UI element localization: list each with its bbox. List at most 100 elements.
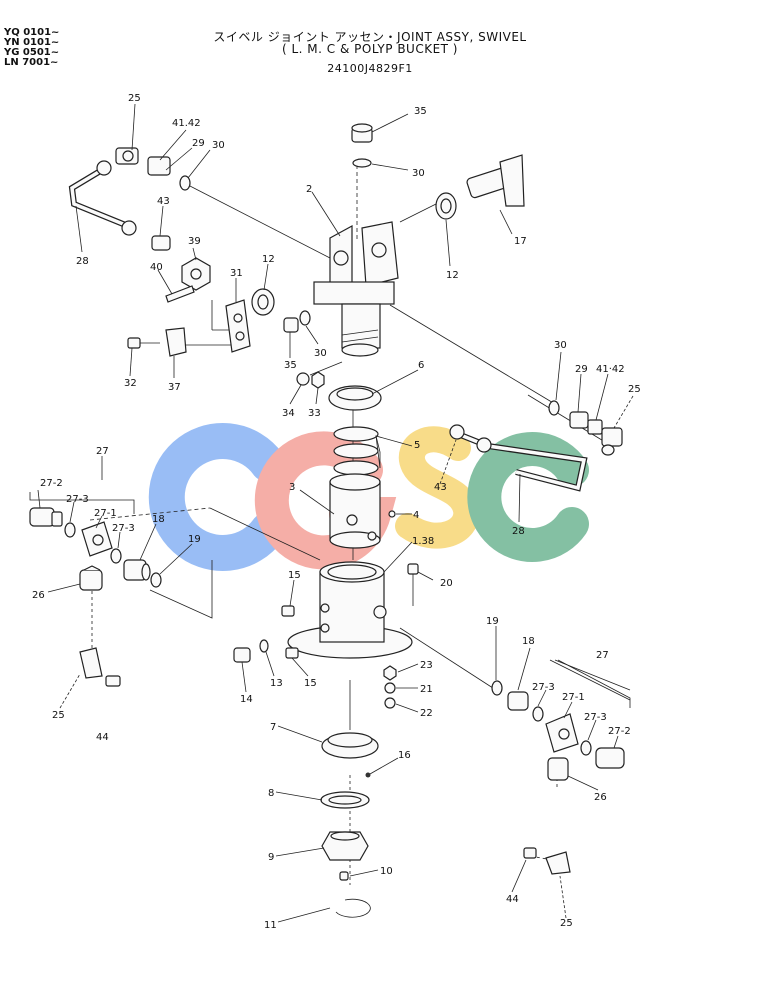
o-ring-30-middle [299, 310, 311, 326]
callout-29-right: 29 [575, 364, 588, 375]
elbow-25-right-top [601, 427, 623, 456]
serial-2: YG 0501~ [4, 47, 60, 58]
callout-41-42-right: 41·42 [596, 364, 625, 375]
pipe-28-left [68, 160, 137, 236]
connector-26-right [547, 757, 569, 781]
seal-6 [328, 385, 382, 411]
o-ring-27-3-left-b [110, 548, 122, 564]
connector-26-left [79, 565, 103, 591]
callout-10: 10 [380, 866, 393, 877]
o-ring-27-3-left-a [64, 522, 76, 538]
watermark-letter-c2 [467, 432, 589, 562]
bracket-17 [466, 154, 525, 207]
callout-13: 13 [270, 678, 283, 689]
nut-39 [181, 257, 211, 291]
elbow-25-left-bottom [79, 647, 103, 679]
hose-fitting-27-2-right [595, 747, 625, 769]
callout-40: 40 [150, 262, 163, 273]
bushing-12-right [435, 192, 457, 220]
callout-41-42-left: 41.42 [172, 118, 201, 129]
callout-15-bottom: 15 [304, 678, 317, 689]
callout-28-right: 28 [512, 526, 525, 537]
callout-27-2-left: 27-2 [40, 478, 63, 489]
watermark-logo [148, 423, 589, 571]
callout-35-top: 35 [414, 106, 427, 117]
callout-12-left: 12 [262, 254, 275, 265]
callout-30-middle: 30 [314, 348, 327, 359]
tee-27-1-left [81, 521, 113, 557]
callout-25-left-bottom: 25 [52, 710, 65, 721]
adapter-18-right [507, 691, 529, 711]
callout-27-3-right-a: 27-3 [532, 682, 555, 693]
body-1 [287, 561, 413, 659]
callout-33: 33 [308, 408, 321, 419]
bolt-35-middle [283, 317, 299, 333]
elbow-25-left-top [115, 147, 139, 165]
o-ring-27-3-right-a [532, 706, 544, 722]
callout-8: 8 [268, 788, 274, 799]
pin-16 [365, 772, 371, 778]
pipe-28-right [449, 424, 588, 492]
nut-22 [384, 697, 396, 709]
callout-25-right-top: 25 [628, 384, 641, 395]
adapter-29-right [569, 411, 589, 429]
callout-26-left: 26 [32, 590, 45, 601]
callout-5: 5 [414, 440, 420, 451]
callout-35-middle: 35 [284, 360, 297, 371]
lock-plate-37 [165, 327, 187, 357]
bolt-32 [127, 337, 160, 349]
watermark-letter-s [395, 426, 480, 549]
o-ring-19-left [150, 572, 162, 588]
snap-ring-11 [335, 898, 371, 918]
callout-14: 14 [240, 694, 253, 705]
callout-27-3-left-b: 27-3 [112, 523, 135, 534]
callout-23: 23 [420, 660, 433, 671]
callout-16: 16 [398, 750, 411, 761]
plate-31 [225, 299, 251, 353]
split-pin-40 [165, 285, 195, 303]
plug-43-left [151, 235, 171, 251]
callout-27-2-right: 27-2 [608, 726, 631, 737]
callout-2: 2 [306, 184, 312, 195]
elbow-25-right-bottom [545, 851, 571, 875]
o-ring-30-top [352, 158, 372, 168]
washer-21 [384, 682, 396, 694]
diagram-title: スイベル ジョイント アッセン・JOINT ASSY, SWIVEL [213, 30, 527, 44]
cover-7 [321, 732, 379, 759]
callout-19-left: 19 [188, 534, 201, 545]
callout-4: 4 [413, 510, 419, 521]
o-ring-30-right [548, 400, 560, 416]
o-ring-19-right [491, 680, 503, 696]
bushing-12-left [251, 288, 275, 316]
plug-14 [233, 647, 251, 663]
adapter-41-42-right [587, 419, 603, 435]
callout-1-38: 1.38 [412, 536, 434, 547]
plug-44-left [105, 675, 121, 687]
bolt-20 [407, 563, 419, 606]
rotor-3 [329, 473, 381, 549]
callout-28-left: 28 [76, 256, 89, 267]
callout-39: 39 [188, 236, 201, 247]
callout-29-left: 29 [192, 138, 205, 149]
callout-34: 34 [282, 408, 295, 419]
callout-20: 20 [440, 578, 453, 589]
pin-10 [339, 871, 349, 881]
callout-37: 37 [168, 382, 181, 393]
watermark-letter-c1 [148, 423, 286, 571]
callout-27-right: 27 [596, 650, 609, 661]
washer-8 [320, 791, 370, 809]
bolt-35-top [351, 123, 373, 143]
serial-3: LN 7001~ [4, 57, 59, 68]
nut-9 [321, 831, 369, 861]
callout-27-3-left-a: 27-3 [66, 494, 89, 505]
plug-4 [388, 510, 396, 518]
diagram-subtitle: ( L. M. C & POLYP BUCKET ) [282, 42, 458, 56]
callout-18-left: 18 [152, 514, 165, 525]
seal-rings-5 [333, 426, 379, 476]
callout-3: 3 [289, 482, 295, 493]
serial-1: YN 0101~ [4, 37, 60, 48]
serial-0: YQ 0101~ [4, 27, 60, 38]
tee-27-1-right [545, 713, 579, 753]
nut-33 [311, 371, 325, 389]
